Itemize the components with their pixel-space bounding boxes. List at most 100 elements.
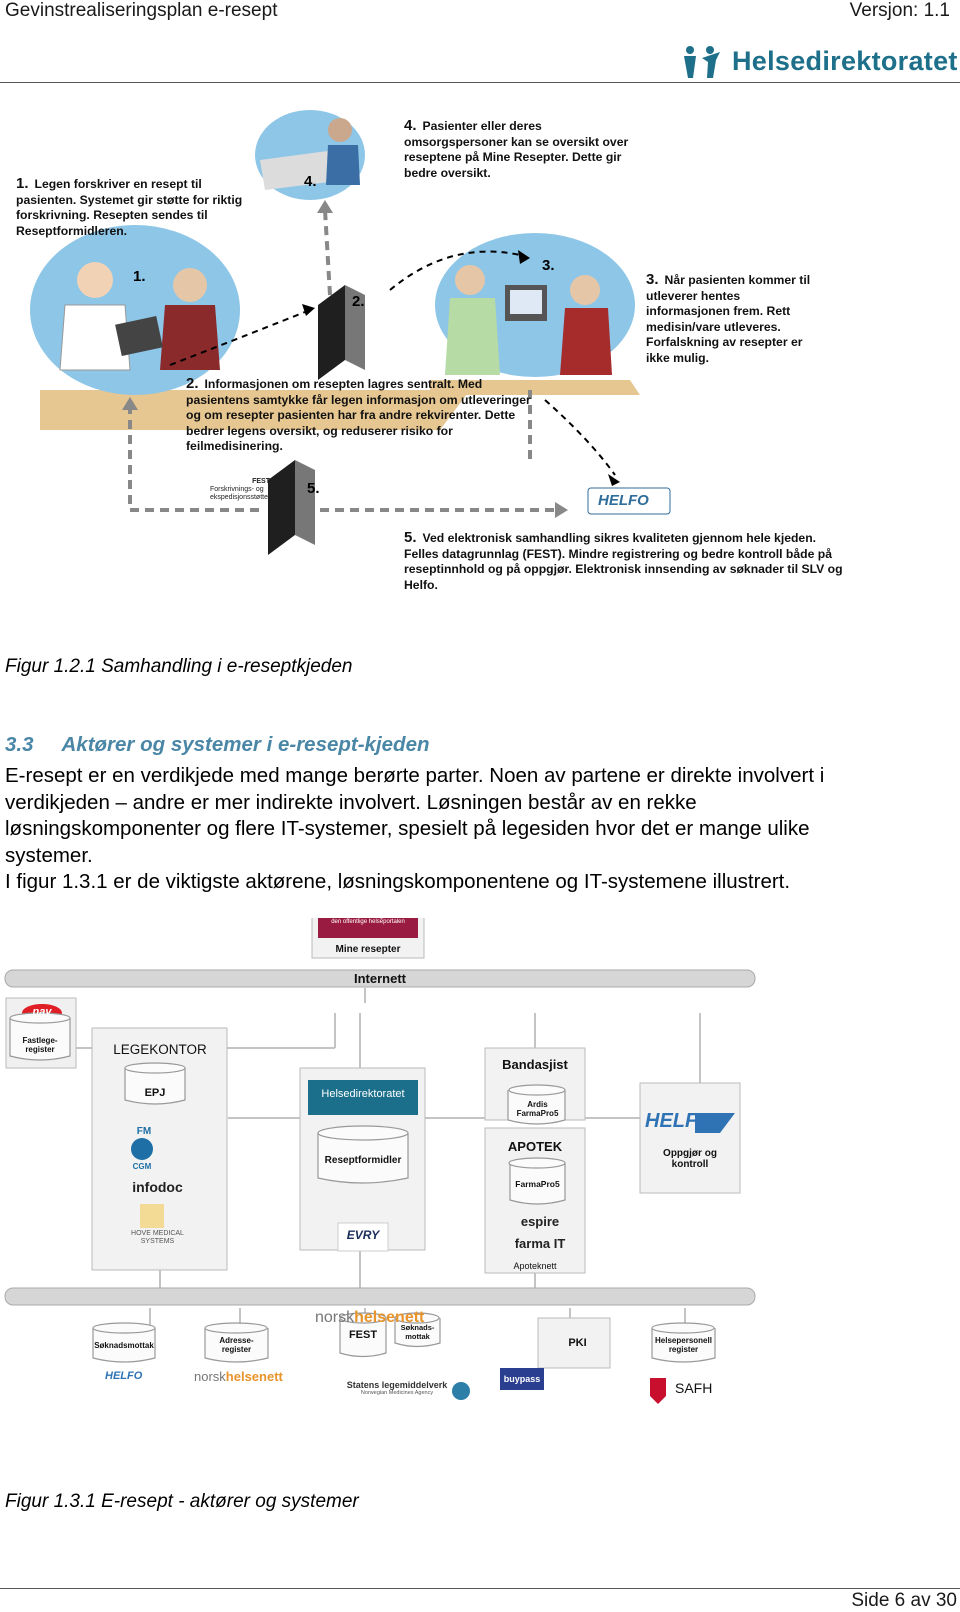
helsedirektoratet-logo-icon [684,46,720,78]
safh-coat-of-arms-icon [650,1378,666,1404]
cgm-logo-icon [131,1138,153,1160]
data-flow-arrows [128,209,560,512]
document-title: Gevinstrealiseringsplan e-resept [5,0,278,21]
pki-label: PKI [568,1337,587,1349]
figure-aktorer-systemer: helsenorge.no den offentlige helseportal… [0,904,960,1448]
fest-label-2: FEST [348,1329,378,1341]
legekontor-label: LEGEKONTOR [113,1042,207,1057]
hove-logo-icon [140,1204,164,1228]
helsepersonell-label: Helsepersonell register [655,1336,712,1354]
footer-divider [0,1588,960,1589]
slv-logo: Statens legemiddelverk Norwegian Medicin… [332,1380,462,1396]
evry-box [337,1222,389,1252]
step-5-text: 5.Ved elektronisk samhandling sikres kva… [404,529,843,592]
helsenorge-logo: helsenorge.no den offentlige helseportal… [318,904,418,925]
epj-label: EPJ [144,1087,166,1099]
helsenett-text-small: helsenett [225,1369,283,1384]
helfo-badge [587,487,671,515]
apotek-label: APOTEK [507,1139,563,1154]
nav-logo: nav [32,1006,52,1018]
buypass-logo-bg [500,1368,544,1390]
step-4-text: 4.Pasienter eller deres omsorgspersoner … [404,117,629,180]
norsk-helsenett-logo: norskhelsenett [315,1309,424,1327]
fest-label: FEST Forskrivnings- og ekspedisjonsstøtt… [210,478,270,502]
norsk-helsenett-logo-small: norskhelsenett [194,1369,283,1384]
helsenorge-logo-sub: den offentlige helseportalen [331,919,405,925]
slv-logo-text: Statens legemiddelverk [346,1380,448,1390]
oppgjor-label: Oppgjør og kontroll [663,1148,717,1170]
helsedirektoratet-logo-text: Helsedirektoratet [732,46,958,76]
espire-logo: espire [520,1214,560,1229]
helsenorge-logo-text: helsenorge.no [323,904,413,919]
internett-bar [4,969,756,988]
fest-label-title: FEST [252,478,270,485]
header-divider [0,82,960,83]
cgm-logo: CGM [132,1162,152,1171]
pki-box [537,1317,611,1369]
farmait-logo: farma IT [514,1236,566,1251]
aktorer-diagram [4,918,756,1404]
farmapro5-label: FarmaPro5 [515,1179,560,1189]
paragraph-line: systemer. [5,843,93,867]
norsk-text-small: norsk [194,1369,226,1384]
fm-logo: FM [136,1126,152,1137]
doctor-icon [77,262,113,298]
pharmacist-icon [455,265,485,295]
helsenorge-logo-bg [318,918,418,938]
internett-label: Internett [354,971,406,986]
section-paragraph: E-resept er en verdikjede med mange berø… [5,763,955,896]
ereseptkjede-illustration [30,110,671,555]
paragraph-line: løsningskomponenter og flere IT-systemer… [5,817,810,840]
soknadsmottak-2-label: Søknads-mottak [400,1323,435,1341]
marker-5: 5. [307,480,320,497]
soknadsmottak-label: Søknadsmottak [94,1341,154,1350]
page-number: Side 6 av 30 [851,1590,957,1611]
central-server-icon [318,285,365,380]
marker-1: 1. [133,268,146,285]
norsk-text: norsk [315,1309,355,1326]
adresseregister-label: Adresse-register [219,1336,254,1354]
helsedir-logo-bg [308,1080,418,1115]
marker-3: 3. [542,257,555,274]
customer-icon [570,275,600,305]
step-2-text: 2.Informasjonen om resepten lagres sentr… [186,375,531,453]
fastlegeregister-label: Fastlege-register [22,1036,58,1054]
paragraph-line: I figur 1.3.1 er de viktigste aktørene, … [5,870,791,893]
ardis-label: Ardis FarmaPro5 [516,1100,559,1118]
safh-logo: SAFH [675,1380,713,1396]
marker-4: 4. [304,173,317,190]
paragraph-line: E-resept er en verdikjede med mange berø… [5,764,825,787]
dashed-curve-arrows [169,250,616,476]
helfo-logo-2: HELFO [645,1110,713,1132]
fest-server-icon [268,460,315,555]
helsenett-bar [4,1287,756,1306]
buypass-logo: buypass [503,1374,541,1384]
infodoc-logo: infodoc [132,1179,183,1195]
evry-logo: EVRY [346,1228,380,1242]
slv-logo-sub: Norwegian Medicines Agency [360,1390,434,1396]
helfo-oppgjor-box [639,1082,741,1194]
helfo-logo-3: HELFO [105,1370,143,1382]
paragraph-line: verdikjeden – andre er mer indirekte inv… [5,790,697,814]
mine-resepter-label: Mine resepter [335,944,401,955]
section-title: Aktører og systemer i e-resept-kjeden [61,733,430,756]
figure-2-caption: Figur 1.3.1 E-resept - aktører og system… [5,1491,359,1512]
figure-1-caption: Figur 1.2.1 Samhandling i e-reseptkjeden [5,656,353,677]
slv-logo-icon [452,1382,470,1400]
apoteknett-label: Apoteknett [513,1261,557,1271]
helsedir-logo: Helsedirektoratet [321,1088,405,1100]
step-3-text: 3.Når pasienten kommer til utleverer hen… [646,271,811,365]
figure-ereseptkjede: 1. 2. 3. 4. 5. 1.Legen forskriver en res… [0,100,960,620]
step-1-text: 1.Legen forskriver en resept til pasient… [16,175,243,238]
helfo-logo-icon [695,1113,735,1133]
reseptformidler-label: Reseptformidler [324,1155,402,1166]
helfo-logo: HELFO [598,492,649,509]
marker-2: 2. [352,293,365,310]
database-cylinders [9,1012,716,1363]
doctor-computer-icon [115,315,163,357]
patient-icon [173,268,207,302]
fest-label-sub: Forskrivnings- og ekspedisjonsstøtte [210,486,268,501]
helsenett-text: helsenett [354,1309,425,1326]
helsedirektoratet-logo: Helsedirektoratet [680,44,958,82]
